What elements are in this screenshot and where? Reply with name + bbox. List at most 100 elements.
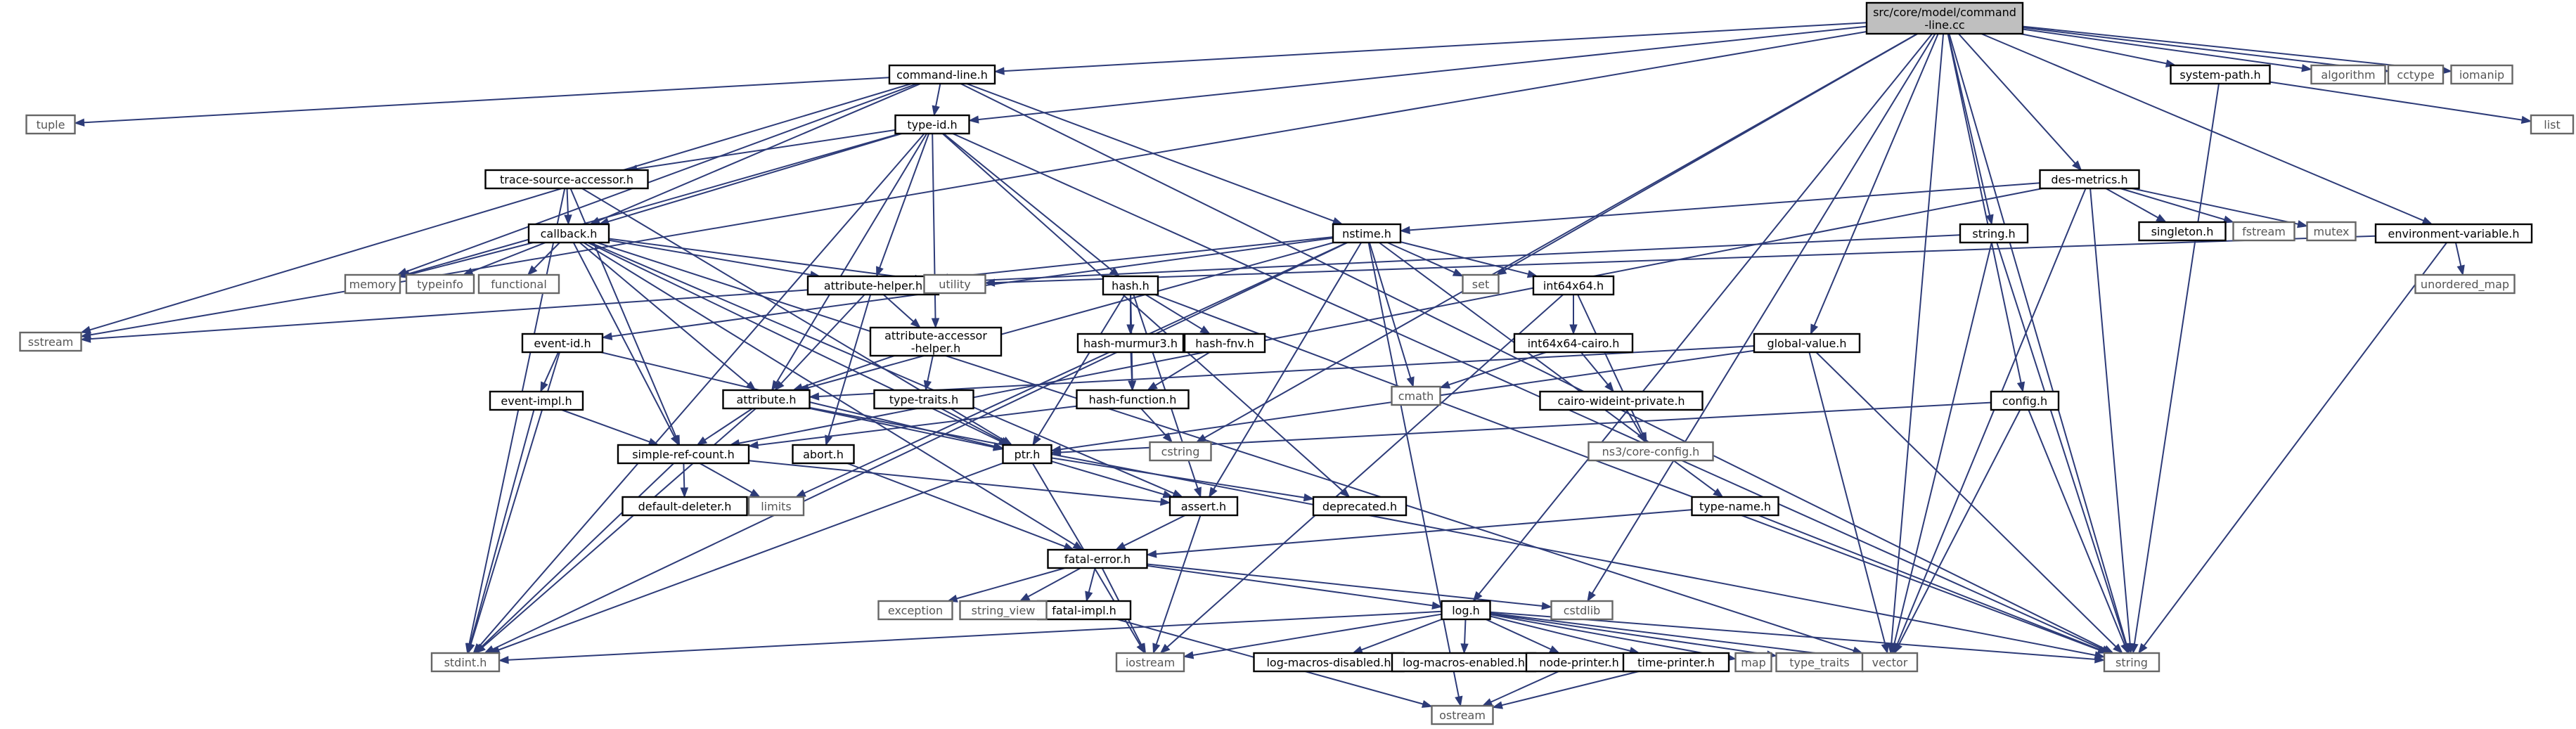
node-command-line[interactable]: command-line.h xyxy=(888,64,996,85)
edge-int64x64-to-int64x64-cairo xyxy=(1569,295,1578,335)
edge-des-metrics-to-fstream xyxy=(2120,188,2234,224)
node-box xyxy=(1076,333,1185,354)
edge-global-value-to-string xyxy=(1815,351,2123,654)
node-environment-variable[interactable]: environment-variable.h xyxy=(2374,223,2533,244)
node-string_view: string_view xyxy=(959,600,1048,621)
edge-line xyxy=(882,294,914,323)
arrow-head-icon xyxy=(1587,591,1596,602)
arrow-head-icon xyxy=(2137,643,2148,654)
node-des-metrics[interactable]: des-metrics.h xyxy=(2039,169,2140,190)
node-cmath: cmath xyxy=(1391,385,1441,406)
node-system-path[interactable]: system-path.h xyxy=(2170,64,2271,85)
node-log-macros-disabled[interactable]: log-macros-disabled.h xyxy=(1253,652,1405,673)
edge-line xyxy=(994,235,2376,284)
node-attribute[interactable]: attribute.h xyxy=(722,389,811,410)
node-event-id[interactable]: event-id.h xyxy=(521,333,604,354)
node-label: callback.h xyxy=(541,227,598,240)
arrow-head-icon xyxy=(1172,489,1183,498)
node-label: cmath xyxy=(1398,389,1434,403)
arrow-head-icon xyxy=(1481,698,1493,707)
node-callback[interactable]: callback.h xyxy=(527,223,610,244)
arrow-head-icon xyxy=(1881,643,1889,654)
node-label: memory xyxy=(349,278,397,291)
edge-type-traits-to-ptr xyxy=(941,408,1011,446)
node-node-printer[interactable]: node-printer.h xyxy=(1525,652,1633,673)
edge-line xyxy=(1154,294,2099,651)
node-box xyxy=(877,600,953,621)
node-simple-ref-count[interactable]: simple-ref-count.h xyxy=(617,444,750,465)
node-box xyxy=(2450,64,2513,85)
edge-log-to-stdint xyxy=(498,610,1442,664)
node-box xyxy=(430,652,501,673)
node-abort[interactable]: abort.h xyxy=(792,444,855,465)
node-label: string.h xyxy=(1972,227,2015,240)
node-memory: memory xyxy=(344,273,401,295)
node-box xyxy=(2414,273,2516,295)
arrow-head-icon xyxy=(771,380,780,392)
node-attribute-accessor-helper[interactable]: attribute-accessor-helper.h xyxy=(869,326,1003,357)
edge-line xyxy=(1758,515,2101,651)
node-global-value[interactable]: global-value.h xyxy=(1753,333,1861,354)
edge-root-to-algorithm xyxy=(2022,28,2312,72)
arrow-head-icon xyxy=(1460,643,1469,654)
node-default-deleter[interactable]: default-deleter.h xyxy=(622,496,748,517)
node-hash-murmur3[interactable]: hash-murmur3.h xyxy=(1076,333,1185,354)
edge-line xyxy=(408,133,901,275)
node-event-impl[interactable]: event-impl.h xyxy=(489,390,584,411)
node-type-id[interactable]: type-id.h xyxy=(894,114,970,135)
node-box xyxy=(1102,275,1159,296)
edge-root-to-string xyxy=(1948,33,2130,654)
edge-line xyxy=(1958,33,2076,164)
node-attribute-helper[interactable]: attribute-helper.h xyxy=(806,275,940,296)
edge-config-to-vector xyxy=(1894,409,2021,654)
node-box xyxy=(622,496,748,517)
node-log-macros-enabled[interactable]: log-macros-enabled.h xyxy=(1391,652,1537,673)
node-time-printer[interactable]: time-printer.h xyxy=(1622,652,1730,673)
node-root[interactable]: src/core/model/command-line.cc xyxy=(1865,1,2024,35)
edge-environment-variable-to-unordered_map xyxy=(2454,242,2465,276)
node-string-h[interactable]: string.h xyxy=(1959,223,2029,244)
edge-line xyxy=(1130,351,1133,382)
arrow-head-icon xyxy=(1452,268,1464,277)
arrow-head-icon xyxy=(80,335,91,343)
node-nstime[interactable]: nstime.h xyxy=(1332,223,1402,244)
node-deprecated[interactable]: deprecated.h xyxy=(1312,496,1408,517)
arrow-head-icon xyxy=(2297,220,2308,228)
arrow-head-icon xyxy=(1199,325,1211,335)
node-label: time-printer.h xyxy=(1637,656,1715,669)
edge-callback-to-functional xyxy=(527,242,560,276)
node-fatal-error[interactable]: fatal-error.h xyxy=(1047,548,1148,569)
node-type_traits: type_traits xyxy=(1775,652,1864,673)
edge-line xyxy=(406,83,918,273)
node-sstream: sstream xyxy=(19,331,82,352)
edge-simple-ref-count-to-default-deleter xyxy=(680,463,689,498)
arrow-head-icon xyxy=(1146,550,1157,558)
edge-event-impl-to-simple-ref-count xyxy=(561,409,659,446)
node-singleton[interactable]: singleton.h xyxy=(2138,221,2227,242)
node-assert[interactable]: assert.h xyxy=(1168,496,1239,517)
node-cairo-wideint-private[interactable]: cairo-wideint-private.h xyxy=(1539,390,1704,411)
node-type-traits[interactable]: type-traits.h xyxy=(873,389,974,410)
node-ptr[interactable]: ptr.h xyxy=(1002,444,1052,465)
node-int64x64-cairo[interactable]: int64x64-cairo.h xyxy=(1513,333,1634,354)
node-log[interactable]: log.h xyxy=(1441,600,1491,621)
node-hash-fnv[interactable]: hash-fnv.h xyxy=(1183,333,1266,354)
edge-hash-function-to-simple-ref-count xyxy=(747,405,1077,449)
node-label: fatal-impl.h xyxy=(1052,604,1116,617)
edge-line xyxy=(1490,671,1559,703)
node-hash[interactable]: hash.h xyxy=(1102,275,1159,296)
node-vector: vector xyxy=(1861,652,1919,673)
edge-line xyxy=(927,355,934,382)
arrow-head-icon xyxy=(809,392,820,401)
edge-line xyxy=(84,77,890,124)
node-cstdlib: cstdlib xyxy=(1550,600,1614,621)
node-int64x64[interactable]: int64x64.h xyxy=(1532,275,1615,296)
node-config[interactable]: config.h xyxy=(1990,390,2060,411)
node-type-name[interactable]: type-name.h xyxy=(1691,496,1779,517)
node-fatal-impl[interactable]: fatal-impl.h xyxy=(1036,600,1132,621)
node-trace-source-accessor[interactable]: trace-source-accessor.h xyxy=(484,169,649,190)
edge-line xyxy=(1996,242,2127,645)
node-hash-function[interactable]: hash-function.h xyxy=(1076,389,1190,410)
dependency-edges xyxy=(74,22,2532,709)
edge-line xyxy=(2132,188,2299,225)
